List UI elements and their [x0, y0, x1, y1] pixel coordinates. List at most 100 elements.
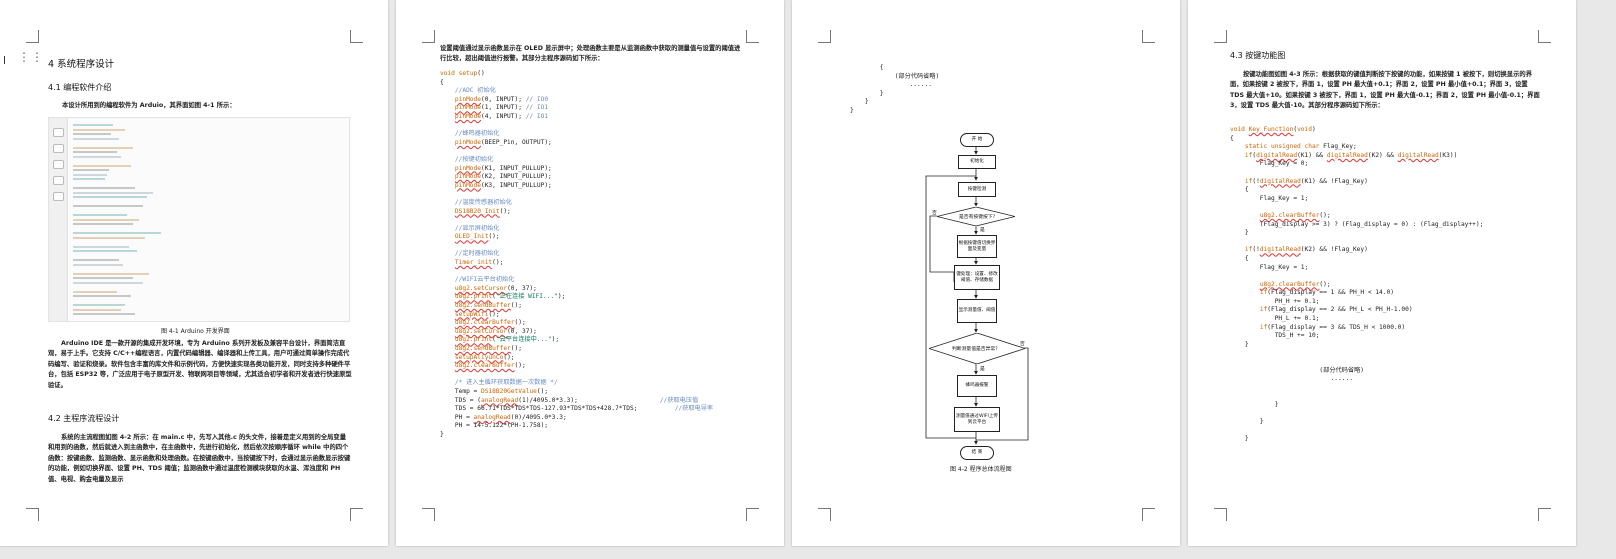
ide-code-line: [73, 259, 119, 261]
code-line: PH = analogRead(0)/4095.0*3.3;: [440, 413, 567, 421]
flow-start: 开 始: [960, 133, 994, 147]
code-line: TDS_H += 10;: [1230, 332, 1320, 340]
code-line: [1230, 410, 1483, 419]
code-line: if(Flag_display == 1 && PH_H < 14.0): [1259, 289, 1394, 297]
code-line: //按键初始化: [440, 155, 494, 163]
code-line: pinMode(K1, INPUT_PULLUP);: [454, 164, 552, 172]
flow-key-decision-label: 是否有按键按下？: [959, 215, 998, 220]
code-line: pinMode(K2, INPUT_PULLUP);: [454, 173, 552, 181]
ide-code-line: [73, 187, 135, 189]
code-line: ......: [1230, 375, 1353, 383]
code-line: //显示屏初始化: [440, 224, 500, 232]
code-line: {: [440, 78, 444, 86]
code-line: }: [1230, 229, 1249, 237]
code-line: Flag_Key = 1;: [1230, 194, 1309, 202]
ide-code-line: [73, 146, 133, 149]
code-line: if(Flag_display == 2 && PH_L < PH_H-1.00…: [1259, 306, 1413, 314]
code-line: [1230, 358, 1483, 367]
ide-code-line: [73, 124, 113, 126]
code-line: [1230, 392, 1483, 401]
crop-mark-top-left: [1214, 30, 1227, 43]
crop-mark-top-left: [818, 30, 831, 43]
section-heading-4-3: 4.3 按键功能图: [1230, 51, 1286, 60]
key-function-code-block: void Key_Function(void){ static unsigned…: [1230, 126, 1483, 444]
key-function-paragraph: 按键功能图如图 4-3 所示：根据获取的键值判断按下按键的功能，如果按键 1 被…: [1230, 71, 1540, 110]
ide-file-icon: [53, 128, 64, 137]
code-line: void Key_Function(void): [1230, 126, 1316, 133]
arduino-ide-screenshot: [48, 117, 350, 322]
code-line: }: [1230, 418, 1264, 426]
crop-mark-bottom-left: [26, 508, 39, 521]
ide-code-line: [73, 218, 139, 221]
document-page-1: ⋮⋮ 4 系统程序设计 4.1 编程软件介绍 本设计所用到的编程软件为 Ardu…: [0, 0, 388, 546]
crop-mark-bottom-right: [1142, 508, 1155, 521]
code-line: TDS = (analogRead(1)/4095.0*3.3); //获取电压…: [440, 396, 699, 404]
code-line: /* 进入主循环获取数据一次数据 */: [440, 379, 558, 387]
code-line: [440, 268, 713, 277]
code-line: OLED_Init();: [454, 233, 500, 241]
code-line: u8g2.setCursor(0, 37);: [454, 284, 537, 292]
ide-search-icon: [53, 192, 64, 201]
code-line: Temp = DS18B20GetValue();: [440, 387, 549, 395]
crop-mark-bottom-right: [1538, 508, 1551, 521]
ide-code-line: [73, 245, 129, 248]
code-line: {: [1230, 186, 1249, 194]
flow-compare-label: 判断测量值是否异常？: [952, 347, 1000, 352]
setup-code-block: void setup(){ //ADC 初始化 pinMode(0, INPUT…: [440, 70, 713, 440]
code-line: [1230, 203, 1483, 212]
code-line: Flag_Key = 0;: [1230, 160, 1309, 168]
flow-init: 初始化: [958, 155, 996, 169]
flow-switch: 根据按键值切换界面及变量: [957, 235, 997, 258]
flow-end: 结 束: [960, 446, 994, 460]
crop-mark-top-right: [1142, 30, 1155, 43]
ide-code-line: [73, 236, 145, 239]
document-page-2: 设置阈值通过显示函数显示在 OLED 显示屏中；处理函数主要是从监测函数中获取的…: [396, 0, 784, 546]
code-line: [1230, 169, 1483, 178]
code-line: }: [1230, 401, 1279, 408]
drag-handle-icon[interactable]: ⋮⋮: [18, 50, 44, 64]
code-line: PH = 14-5.122*(PH-1.758);: [440, 422, 549, 430]
code-line: pinMode(K3, INPUT_PULLUP);: [454, 181, 552, 189]
code-line: void setup(): [440, 70, 485, 77]
crop-mark-top-left: [422, 30, 435, 43]
code-line: u8g2.setCursor(0, 37);: [454, 327, 537, 335]
crop-mark-top-right: [350, 30, 363, 43]
code-line: pinMode(BEEP_Pin, OUTPUT);: [454, 138, 552, 146]
flow-yes-label-2: 是: [980, 367, 985, 372]
code-line: [1230, 238, 1483, 247]
code-line: ......: [850, 81, 932, 89]
ide-code-line: [73, 304, 125, 306]
code-line: [1230, 384, 1483, 393]
ide-code-line: [73, 263, 123, 266]
code-line: DS18B20_Init();: [454, 207, 511, 215]
crop-mark-top-right: [746, 30, 759, 43]
code-line: //WIFI云平台初始化: [440, 276, 515, 284]
code-line: {: [850, 64, 884, 71]
code-line: if(!digitalRead(K1) && !Flag_Key): [1244, 177, 1368, 185]
code-line: }: [440, 430, 444, 438]
code-line: u8g2.sendBuffer();: [454, 345, 522, 352]
code-line: }: [850, 98, 869, 106]
ide-debug-icon: [53, 176, 64, 185]
ide-code-line: [73, 214, 127, 216]
setup-intro-paragraph: 设置阈值通过显示函数显示在 OLED 显示屏中；处理函数主要是从监测函数中获取的…: [440, 45, 741, 63]
code-line: }: [1230, 340, 1249, 348]
flow-alarm: 蜂鸣器报警: [957, 375, 997, 397]
crop-mark-top-left: [26, 30, 39, 43]
flow-compare-decision: [929, 333, 1025, 364]
ide-code-line: [73, 196, 147, 198]
code-line: static unsigned char Flag_Key;: [1244, 143, 1357, 151]
section-heading-4-1: 4.1 编程软件介绍: [48, 83, 112, 92]
code-line: setupAliyunCo();: [454, 353, 515, 361]
ide-code-line: [73, 178, 105, 180]
document-page-4: 4.3 按键功能图 按键功能图如图 4-3 所示：根据获取的键值判断按下按键的功…: [1188, 0, 1576, 546]
code-line: Flag_Key = 1;: [1230, 263, 1309, 271]
code-line: {: [1230, 134, 1234, 142]
code-line: Timer_init();: [454, 259, 504, 267]
crop-mark-bottom-left: [1214, 508, 1227, 521]
code-line: u8g2.print("正在连接 WIFI...");: [454, 293, 566, 301]
code-line: PH_H += 0.1;: [1230, 297, 1320, 305]
crop-mark-bottom-left: [422, 508, 435, 521]
ide-library-icon: [53, 160, 64, 169]
code-line: [440, 122, 713, 131]
